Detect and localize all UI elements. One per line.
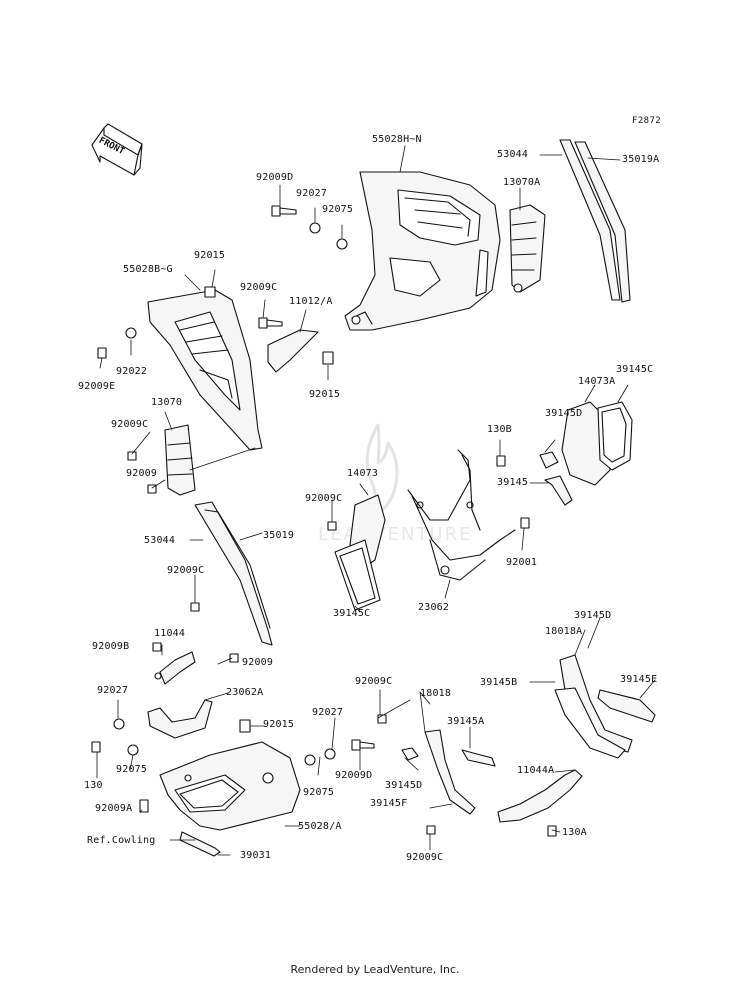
bracket-13070 xyxy=(164,424,196,496)
bolt-icon xyxy=(271,205,281,217)
front-arrow-icon xyxy=(91,123,143,176)
fasteners xyxy=(91,205,557,837)
part-label: 39145D xyxy=(385,780,423,791)
watermark-text: LEADVENTURE xyxy=(318,524,472,545)
part-label: 55028/A xyxy=(298,821,342,832)
inner-cover-14073 xyxy=(334,494,386,611)
part-label: 13070A xyxy=(503,177,541,188)
part-label: 92015 xyxy=(309,389,341,400)
part-label: 92075 xyxy=(303,787,335,798)
credit-footer: Rendered by LeadVenture, Inc. xyxy=(290,963,460,976)
seal-strip-39145-small xyxy=(539,451,573,506)
part-label: 55028H~N xyxy=(372,134,422,145)
part-label: 92009D xyxy=(256,172,294,183)
stay-18018a xyxy=(554,654,656,759)
part-label: 14073A xyxy=(578,376,616,387)
grommet-icon xyxy=(113,718,125,730)
lower-cowling-part xyxy=(159,741,301,831)
part-label: Ref.Cowling xyxy=(87,835,156,846)
part-label: 92027 xyxy=(312,707,344,718)
part-label: 92075 xyxy=(322,204,354,215)
part-label: 39031 xyxy=(240,850,272,861)
nut-icon xyxy=(322,351,334,365)
seal-strip-35019 xyxy=(194,501,273,646)
bracket-23062a xyxy=(147,699,213,739)
part-label: 92009 xyxy=(242,657,274,668)
nut-icon xyxy=(239,719,251,733)
part-label: 92009C xyxy=(406,852,444,863)
part-label: 92009A xyxy=(95,803,133,814)
leader-lines xyxy=(96,145,656,856)
side-cowling-left xyxy=(147,289,263,451)
seal-strip-35019a xyxy=(559,139,631,303)
leadventure-watermark xyxy=(365,423,399,521)
part-label: 39145C xyxy=(333,608,371,619)
part-label: 55028B~G xyxy=(123,264,173,275)
part-label: 39145 xyxy=(497,477,529,488)
grommet-icon xyxy=(336,238,348,250)
part-label: 92009C xyxy=(305,493,343,504)
part-label: 23062A xyxy=(226,687,264,698)
bracket-11044 xyxy=(154,651,196,685)
part-label: 92001 xyxy=(506,557,538,568)
upper-cowling-part xyxy=(344,171,501,331)
inner-cover-14073a xyxy=(561,401,633,486)
part-label: 92015 xyxy=(194,250,226,261)
part-label: 92009D xyxy=(335,770,373,781)
part-label: 11012/A xyxy=(289,296,333,307)
part-label: 39145E xyxy=(620,674,658,685)
duct-11012a xyxy=(267,329,319,373)
part-label: 92009B xyxy=(92,641,130,652)
part-label: 92009 xyxy=(126,468,158,479)
part-label: 92009C xyxy=(111,419,149,430)
part-label: 13070 xyxy=(151,397,183,408)
part-label: 92009C xyxy=(240,282,278,293)
part-label: 39145B xyxy=(480,677,518,688)
grommet-icon xyxy=(125,327,137,339)
part-label: 92022 xyxy=(116,366,148,377)
nut-icon xyxy=(204,286,216,298)
part-label: 39145F xyxy=(370,798,408,809)
part-label: 92009C xyxy=(167,565,205,576)
part-label: 35019A xyxy=(622,154,660,165)
part-label: 130B xyxy=(487,424,512,435)
part-label: 39145D xyxy=(574,610,612,621)
part-label: 53044 xyxy=(144,535,176,546)
stay-18018 xyxy=(401,729,496,815)
part-label: 92027 xyxy=(296,188,328,199)
grommet-icon xyxy=(309,222,321,234)
tube-39031 xyxy=(179,831,221,857)
part-label: 11044 xyxy=(154,628,186,639)
part-label: 53044 xyxy=(497,149,529,160)
bracket-13070a xyxy=(509,204,546,293)
part-label: 92009C xyxy=(355,676,393,687)
part-label: 18018 xyxy=(420,688,452,699)
part-label: 92015 xyxy=(263,719,295,730)
part-label: 39145D xyxy=(545,408,583,419)
part-label: 14073 xyxy=(347,468,379,479)
part-label: 92075 xyxy=(116,764,148,775)
part-label: 23062 xyxy=(418,602,450,613)
part-label: 35019 xyxy=(263,530,295,541)
part-label: 92027 xyxy=(97,685,129,696)
part-label: 92009E xyxy=(78,381,116,392)
figure-code: F2872 xyxy=(632,116,662,126)
part-label: 39145C xyxy=(616,364,654,375)
part-label: 39145A xyxy=(447,716,485,727)
stay-frame-23062 xyxy=(407,449,516,581)
bracket-11044a xyxy=(497,769,583,823)
part-label: 18018A xyxy=(545,626,583,637)
part-label: 130 xyxy=(84,780,103,791)
part-label: 130A xyxy=(562,827,587,838)
part-label: 11044A xyxy=(517,765,555,776)
